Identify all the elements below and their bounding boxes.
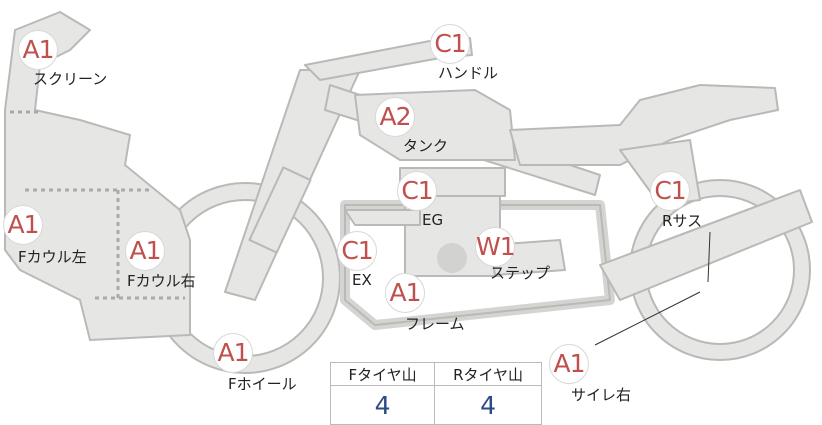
frame-label: フレーム — [405, 315, 465, 333]
rear-tire-header: Rタイヤ山 — [434, 362, 542, 386]
engine-cover — [437, 243, 467, 273]
tire-table-value-row: 4 4 — [329, 385, 542, 425]
front-wheel-grade-marker: A1 — [213, 333, 253, 373]
silencer-label: サイレ右 — [571, 386, 632, 404]
rear-tire-value: 4 — [434, 385, 542, 425]
tank-label: タンク — [403, 137, 449, 155]
tank-grade-marker: A2 — [375, 97, 415, 137]
engine-label: EG — [422, 211, 444, 229]
step-grade-marker: W1 — [475, 227, 516, 267]
cowl-left-label: Fカウル左 — [18, 248, 87, 266]
screen-label: スクリーン — [33, 70, 108, 88]
fork-tube — [248, 166, 312, 254]
cowl-right-grade-marker: A1 — [125, 231, 165, 271]
handle-grade-marker: C1 — [430, 24, 470, 64]
rear-susp-label: Rサス — [662, 212, 703, 230]
silencer-leader — [594, 291, 701, 346]
front-tire-header: Fタイヤ山 — [329, 362, 436, 386]
engine-grade-marker: C1 — [397, 171, 437, 211]
exhaust-label: EX — [352, 271, 372, 289]
silencer-grade-marker: A1 — [549, 344, 589, 384]
front-wheel-label: Fホイール — [228, 375, 297, 393]
frame-grade-marker: A1 — [385, 273, 425, 313]
cowl-right-label: Fカウル右 — [127, 272, 196, 290]
rear-susp-grade-marker: C1 — [650, 171, 690, 211]
handle-label: ハンドル — [438, 64, 499, 82]
screen-grade-marker: A1 — [18, 30, 58, 70]
muffler — [599, 189, 813, 301]
rear-susp-leader — [707, 231, 711, 283]
lower-frame-outline — [344, 204, 611, 326]
cowl-left-grade-marker: A1 — [3, 205, 43, 245]
front-tire-value: 4 — [329, 385, 436, 425]
seat — [509, 84, 779, 166]
tire-table-header-row: Fタイヤ山 Rタイヤ山 — [329, 362, 542, 386]
tire-tread-table: Fタイヤ山 Rタイヤ山 4 4 — [329, 362, 542, 425]
exhaust-pipe — [344, 209, 421, 226]
step-label: ステップ — [490, 264, 551, 282]
exhaust-grade-marker: C1 — [337, 231, 377, 271]
